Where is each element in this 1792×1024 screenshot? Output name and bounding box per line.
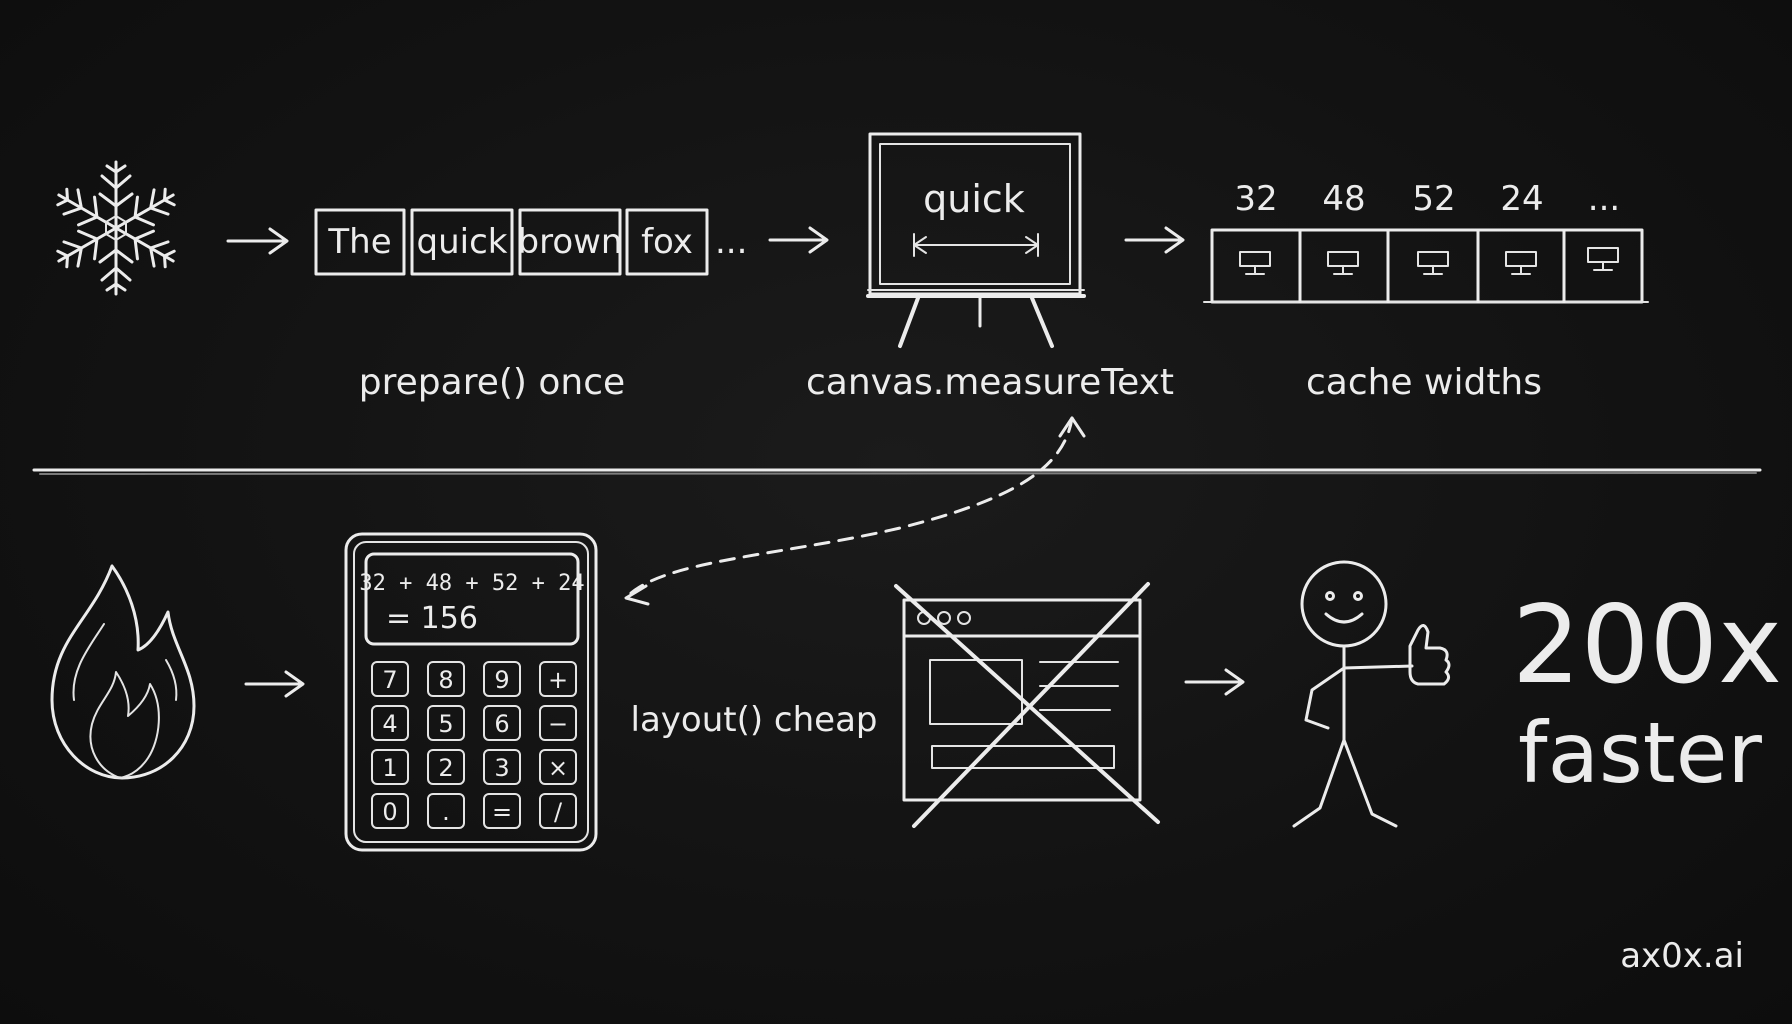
calc-key-label: 2 (438, 754, 453, 782)
calc-keypad: 7 8 9 +4 5 6 − 1 2 3 × 0. = / (371, 661, 577, 829)
stick-figure-icon (1292, 560, 1414, 828)
calculator-icon: 32 + 48 + 52 + 24 = 156 7 8 9 +4 5 6 − 1 2 3 × 0. = / (344, 532, 598, 852)
arrow-to-canvas (768, 226, 829, 254)
width-value-1: 32 (1234, 179, 1277, 219)
calc-key-label: 3 (494, 754, 509, 782)
token-ellipsis: ... (715, 222, 747, 262)
calc-key: 8 (427, 661, 465, 697)
thumbs-up-icon (1408, 624, 1451, 686)
drawer-icon (1505, 251, 1537, 275)
token-the: The (327, 222, 391, 262)
token-brown: brown (518, 222, 623, 262)
canvas-word: quick (923, 177, 1025, 221)
snowflake-icon (49, 160, 183, 296)
easel-icon: quick (866, 132, 1086, 348)
cache-drawers (1203, 228, 1649, 304)
arrow-to-calculator (244, 670, 305, 698)
calc-key: 4 (371, 705, 409, 741)
calc-expression: 32 + 48 + 52 + 24 (359, 571, 584, 596)
calc-key: 3 (483, 749, 521, 785)
calc-key-label: 8 (438, 666, 453, 694)
dashed-return-arrow (624, 416, 1086, 606)
arrow-to-cache (1124, 226, 1185, 254)
token-boxes: The quick brown fox ... (314, 208, 747, 276)
calc-key: 6 (483, 705, 521, 741)
watermark: ax0x.ai (1620, 936, 1744, 976)
calc-key: 1 (371, 749, 409, 785)
calc-key: 9 (483, 661, 521, 697)
label-layout-cheap: layout() cheap (631, 700, 878, 740)
calc-key: × (539, 749, 577, 785)
calc-key-label: / (554, 798, 563, 826)
calc-key: 0 (371, 793, 409, 829)
calc-key-label: 0 (382, 798, 397, 826)
calc-result: = 156 (386, 601, 478, 636)
speedup-label: faster (1518, 704, 1762, 802)
drawer-icon (1327, 251, 1359, 275)
label-measure-text: canvas.measureText (806, 362, 1174, 403)
arrow-to-figure (1184, 668, 1245, 696)
flame-icon (50, 564, 196, 780)
width-value-3: 52 (1412, 179, 1455, 219)
width-value-more: ... (1588, 179, 1620, 219)
calc-key-label: + (548, 666, 568, 694)
width-value-4: 24 (1500, 179, 1543, 219)
calc-key-label: × (548, 754, 568, 782)
width-value-2: 48 (1322, 179, 1365, 219)
drawer-icon (1417, 251, 1449, 275)
calc-key-label: − (548, 710, 568, 738)
calc-key: − (539, 705, 577, 741)
calc-key: + (539, 661, 577, 697)
cross-out-mark (894, 582, 1160, 828)
label-cache-widths: cache widths (1306, 362, 1542, 403)
calc-key: . (427, 793, 465, 829)
calc-key: 5 (427, 705, 465, 741)
drawer-icon (1239, 251, 1271, 275)
calc-key-label: 9 (494, 666, 509, 694)
calc-key: / (539, 793, 577, 829)
token-quick: quick (417, 222, 508, 262)
calc-key-label: 7 (382, 666, 397, 694)
token-fox: fox (641, 222, 693, 262)
label-prepare-once: prepare() once (359, 362, 625, 403)
calc-key: = (483, 793, 521, 829)
calc-key-label: 1 (382, 754, 397, 782)
calc-key-label: 6 (494, 710, 509, 738)
calc-key-label: 5 (438, 710, 453, 738)
drawer-icon (1587, 247, 1619, 271)
arrow-to-tokens (226, 227, 289, 255)
calc-key: 2 (427, 749, 465, 785)
width-values: 32 48 52 24 ... (1234, 179, 1620, 219)
speedup-value: 200x (1512, 583, 1782, 708)
browser-window-icon (894, 582, 1160, 828)
calc-key-label: . (442, 798, 450, 826)
calc-key-label: 4 (382, 710, 397, 738)
width-measure-arrow (913, 233, 1039, 257)
calc-key: 7 (371, 661, 409, 697)
calc-key-label: = (492, 798, 512, 826)
